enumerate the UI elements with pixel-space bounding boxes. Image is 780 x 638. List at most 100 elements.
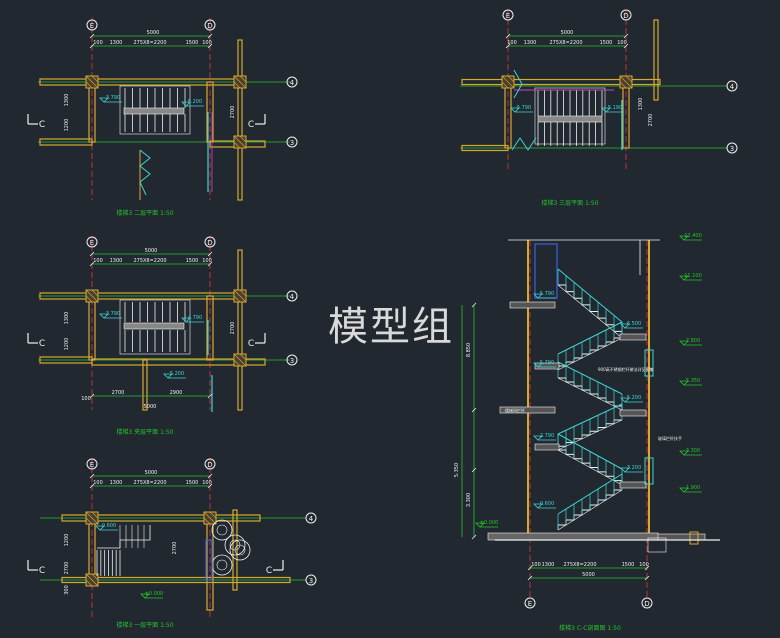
axis-bubble-4-text: 4 bbox=[309, 515, 314, 523]
axis-bubble-3 bbox=[726, 142, 738, 154]
dim-total-tick bbox=[207, 33, 213, 39]
level-triangle bbox=[679, 340, 689, 346]
dim-total-tick bbox=[505, 33, 511, 39]
dim-v1200: 1200 bbox=[64, 534, 70, 547]
axis-bubble-4-text: 4 bbox=[290, 79, 295, 87]
column-hatch bbox=[619, 81, 627, 89]
dim-100: 100 bbox=[81, 396, 91, 402]
dim-chain-text: 100 bbox=[202, 40, 212, 46]
level-triangle bbox=[181, 317, 191, 323]
column-hatch bbox=[91, 511, 99, 519]
level-triangle bbox=[620, 467, 630, 473]
dim-chain-text: 275X8=2200 bbox=[549, 40, 582, 46]
dim-section-chain-text: 100 bbox=[531, 562, 541, 568]
dim-chain-text: 100 bbox=[202, 480, 212, 486]
dim-chain-text: 1500 bbox=[186, 40, 199, 46]
section-mark-right-letter: C bbox=[248, 120, 254, 130]
plan-title-3f: 楼梯3 三层平面 1:50 bbox=[541, 199, 598, 207]
axis-bubble-4 bbox=[286, 290, 298, 302]
dim-section-total-tick bbox=[644, 575, 650, 581]
section-mark-right-letter: C bbox=[266, 566, 272, 576]
dim-chain-text: 1300 bbox=[110, 480, 123, 486]
plant-icon bbox=[229, 539, 251, 561]
break-line bbox=[513, 69, 523, 99]
stair-outline bbox=[119, 299, 191, 355]
axis-bubble-3-text: 3 bbox=[290, 139, 294, 147]
level-triangle bbox=[679, 235, 689, 241]
dim-section-chain-text: 100 bbox=[639, 562, 649, 568]
wall-right-ext bbox=[237, 249, 243, 411]
level-text: 0.600 bbox=[540, 501, 554, 507]
dim-v1300: 1300 bbox=[64, 94, 70, 107]
plant-icon bbox=[216, 559, 228, 571]
wall-bottom bbox=[61, 576, 291, 584]
axis-bubble-D bbox=[620, 9, 632, 21]
dim-left-tick bbox=[471, 534, 477, 540]
dim-chain-text: 1500 bbox=[186, 480, 199, 486]
column-hatch bbox=[233, 135, 247, 149]
column-hatch bbox=[233, 75, 247, 89]
axis-bubble-D bbox=[204, 19, 216, 31]
column-hatch bbox=[501, 81, 509, 89]
dim-chain-text: 100 bbox=[617, 40, 627, 46]
dim-section-chain-tick bbox=[527, 565, 533, 571]
section-title: 楼梯3 C-C剖面图 1:50 bbox=[559, 624, 621, 632]
stair-flight-6-handrail bbox=[557, 473, 623, 515]
column-hatch bbox=[85, 579, 93, 587]
column-hatch bbox=[91, 289, 99, 297]
level-text: 5.790 bbox=[540, 360, 554, 366]
dim-chain-tick bbox=[89, 261, 95, 267]
dim-v1300: 1300 bbox=[638, 98, 644, 111]
section-mark-left-letter: C bbox=[39, 566, 45, 576]
column-hatch bbox=[85, 511, 99, 525]
dim-chain-text: 275X8=2200 bbox=[133, 258, 166, 264]
axis-bubble-E-text: E bbox=[506, 12, 510, 20]
dim-total-tick bbox=[89, 251, 95, 257]
dim-section-chain-text: 1500 bbox=[622, 562, 635, 568]
column-hatch bbox=[239, 289, 247, 297]
dim-total-tick bbox=[89, 473, 95, 479]
stair-flight-5-stringer bbox=[557, 449, 623, 486]
dim-section-total-tick bbox=[527, 575, 533, 581]
level-triangle bbox=[99, 97, 109, 103]
level-triangle bbox=[475, 522, 485, 528]
axis-bubble-E bbox=[502, 9, 514, 21]
level-text: 4.790 bbox=[188, 315, 202, 321]
dim-v1200: 1200 bbox=[64, 119, 70, 132]
dim-chain-tick bbox=[207, 43, 213, 49]
section-mark-left-letter: C bbox=[39, 339, 45, 349]
landing bbox=[534, 443, 560, 451]
column-hatch bbox=[203, 511, 217, 525]
column-hatch bbox=[85, 573, 99, 587]
column-hatch bbox=[85, 295, 93, 303]
stair-flight-4-handrail bbox=[557, 403, 623, 435]
dim-total-tick bbox=[89, 33, 95, 39]
wall-right-ext bbox=[653, 19, 659, 101]
section-mark-right-letter: C bbox=[248, 339, 254, 349]
landing bbox=[619, 333, 647, 341]
stair-flight-4-stringer bbox=[557, 419, 623, 451]
stair-flight-2-stringer bbox=[557, 337, 623, 371]
stair-handrail bbox=[123, 107, 185, 115]
level-triangle bbox=[679, 275, 689, 281]
level-triangle bbox=[601, 107, 611, 113]
level-triangle bbox=[620, 323, 630, 329]
wall-right bbox=[206, 81, 214, 143]
column-hatch bbox=[239, 75, 247, 83]
dim-chain-text: 275X8=2200 bbox=[133, 480, 166, 486]
glass-door bbox=[205, 539, 213, 581]
column-hatch bbox=[625, 75, 633, 83]
landing bbox=[619, 409, 647, 417]
dim-chain-tick bbox=[207, 483, 213, 489]
note-railing-2: 楼梯间栏杆 bbox=[505, 407, 525, 413]
dim-v2700: 2700 bbox=[64, 562, 70, 575]
level-triangle bbox=[679, 487, 689, 493]
level-text: ±0.000 bbox=[480, 520, 499, 526]
level-text: 5.200 bbox=[188, 99, 202, 105]
stair-flight-3-stringer bbox=[557, 377, 623, 411]
note-glass: 玻璃栏杆扶手 bbox=[658, 435, 682, 441]
level-triangle bbox=[140, 593, 150, 599]
level-triangle bbox=[533, 362, 543, 368]
level-triangle bbox=[99, 313, 109, 319]
